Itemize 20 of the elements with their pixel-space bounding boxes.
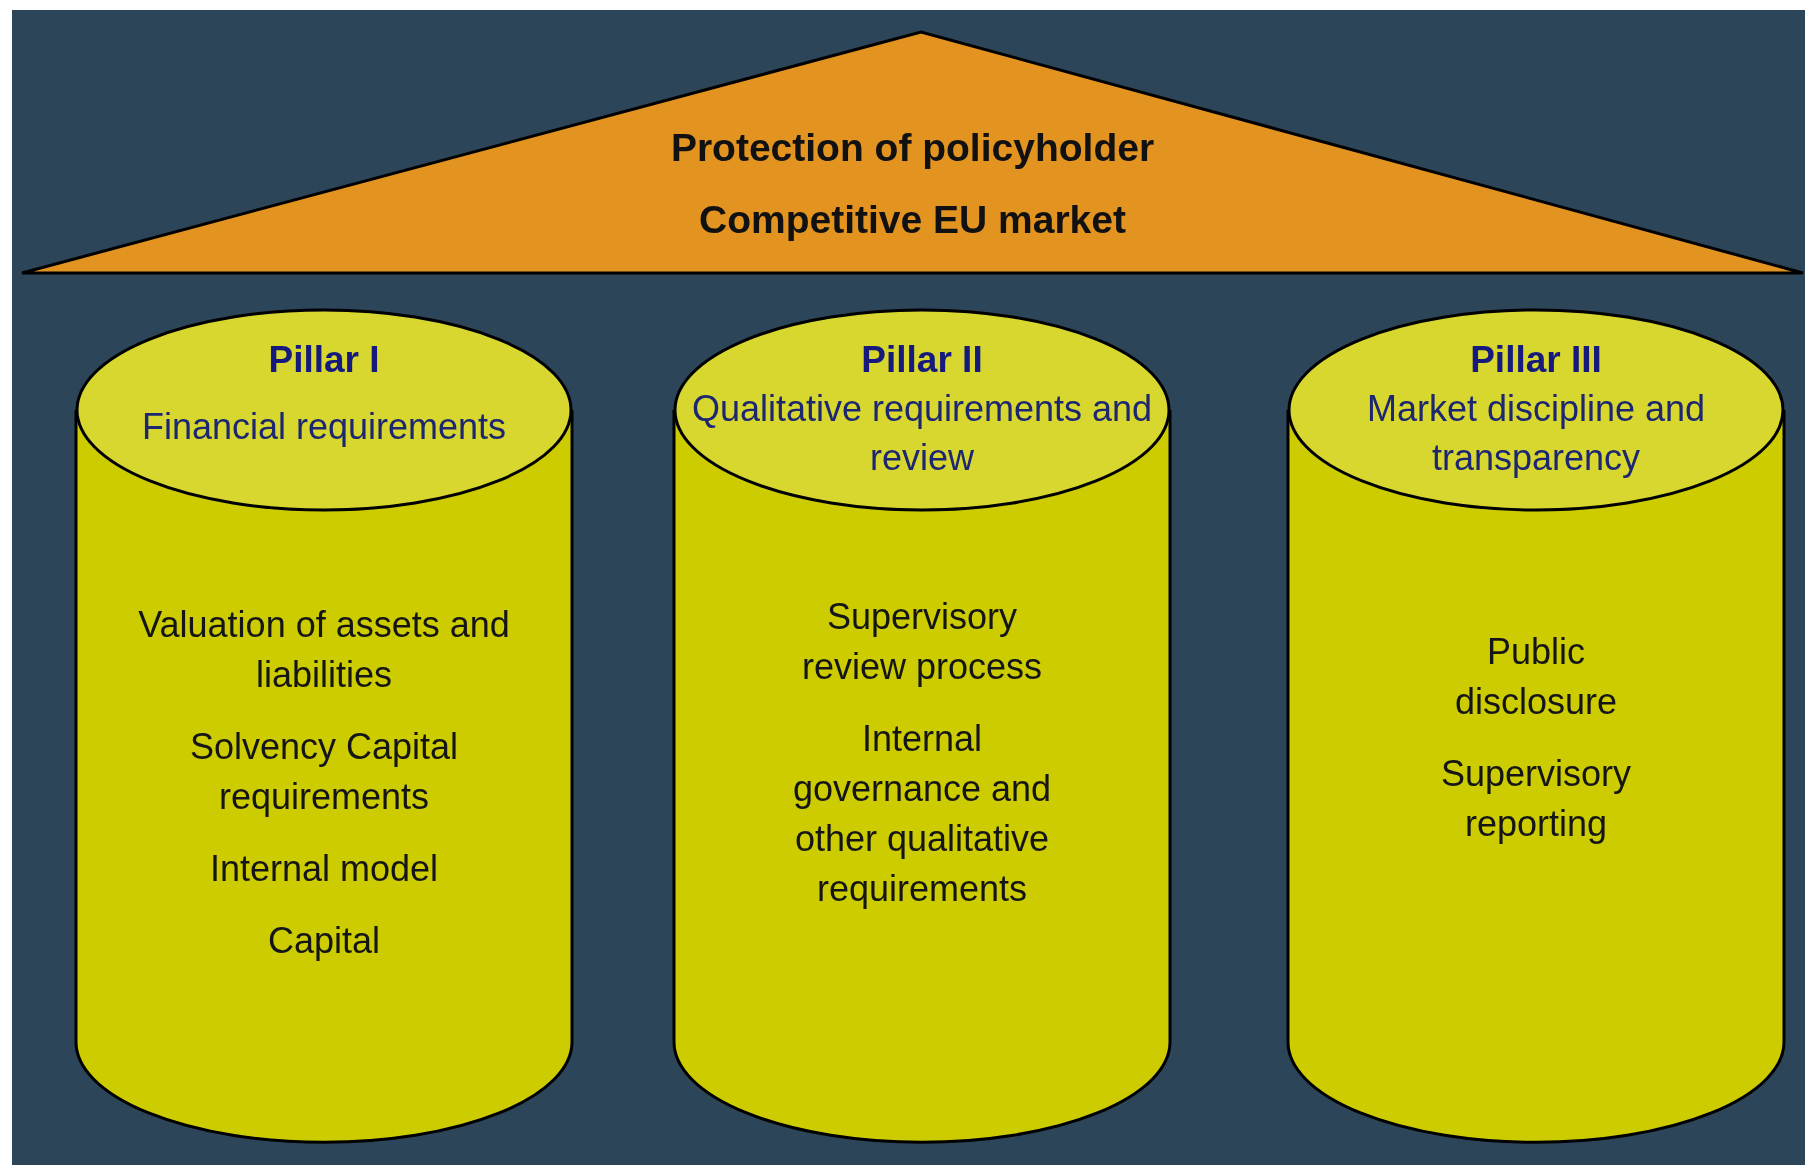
pillar-item: Capital (266, 919, 382, 963)
pillar-item: Valuation of assets and liabilities (137, 603, 511, 697)
pillar-item: Supervisory reporting (1439, 752, 1633, 846)
pillar-heading: Pillar III (1470, 338, 1602, 382)
pillar-item: Public disclosure (1453, 630, 1619, 724)
pillar-item: Internal governance and other qualitative requirements (791, 717, 1053, 911)
roof-triangle (20, 30, 1805, 276)
roof-text: Competitive EU market (699, 197, 1126, 243)
pillar-cylinder (75, 308, 573, 1144)
pillar-item: Supervisory review process (800, 595, 1044, 689)
pillar-item: Solvency Capital requirements (188, 725, 460, 819)
pillar-heading: Pillar I (268, 338, 380, 382)
pillar-item: Internal model (208, 847, 440, 891)
pillar-heading: Pillar II (861, 338, 983, 382)
pillar-subtitle: Market discipline and transparency (1365, 387, 1707, 480)
pillar-cylinder (673, 308, 1171, 1144)
roof-text: Protection of policyholder (670, 125, 1155, 171)
pillar-cylinder (1287, 308, 1785, 1144)
pillar-subtitle: Financial requirements (140, 405, 508, 449)
pillar-subtitle: Qualitative requirements and review (690, 387, 1154, 480)
